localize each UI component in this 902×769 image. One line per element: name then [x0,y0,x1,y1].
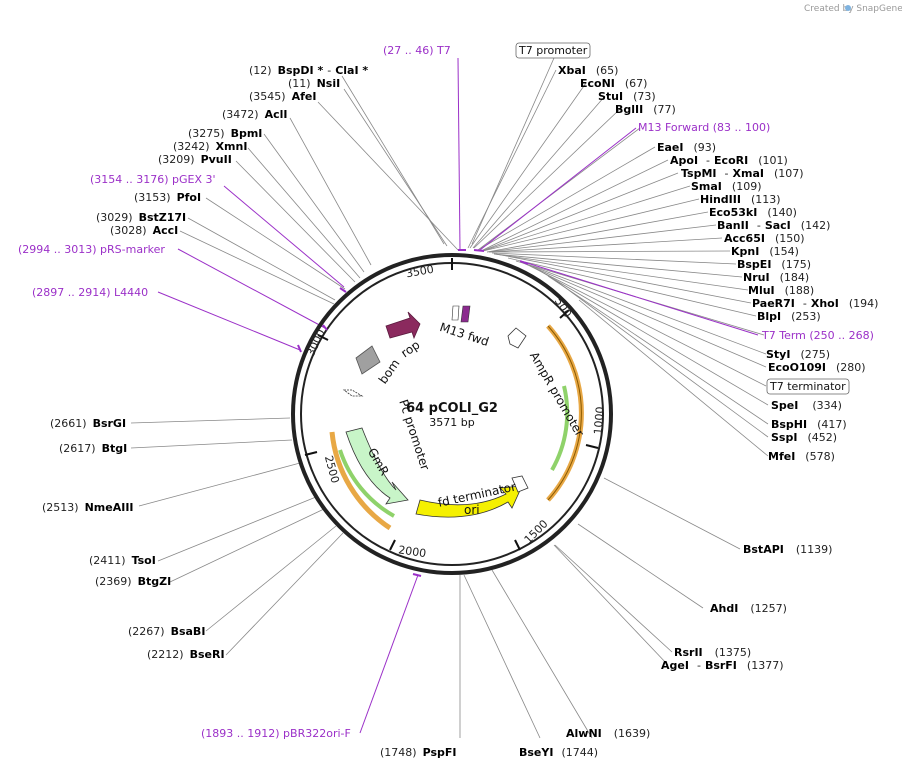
site-xbai: XbaI(65) [558,64,618,77]
site-acci: (3028)AccI [110,224,178,237]
site-bstapi: BstAPI(1139) [743,543,832,556]
site-paer7i: PaeR7I-XhoI(194) [752,297,878,310]
site-pvuii: (3209)PvuII [158,153,232,166]
orf-arc-right-outline [547,325,582,501]
primer-pgex3: (3154 .. 3176) pGEX 3' [90,173,216,186]
site-nmeaiii: (2513)NmeAIII [42,501,134,514]
site-apoi: ApoI-EcoRI(101) [670,154,788,167]
t7-terminator-label: T7 terminator [769,380,846,393]
tick-label-1000: 1000 [591,406,606,435]
site-hindiii: HindIII(113) [700,193,781,206]
site-banii: BanII-SacI(142) [717,219,830,232]
pc-promoter-arrow [342,389,364,397]
ori-label: ori [464,503,480,517]
site-nsii: (11)NsiI [288,77,340,90]
site-bspdi: (12)BspDI *-ClaI * [249,64,368,77]
site-eaei: EaeI(93) [657,141,716,154]
site-mlui: MluI(188) [748,284,814,297]
t7-promoter-label: T7 promoter [518,44,588,57]
site-smai: SmaI(109) [691,180,762,193]
t7-promoter-box [515,42,591,59]
site-pspfi: (1748)PspFI [380,746,456,759]
site-bsphi: BspHI(417) [771,418,847,431]
site-sspi: SspI(452) [771,431,837,444]
primer-leaders [157,57,759,734]
site-bseyi: BseYI(1744) [519,746,598,759]
site-acc65i: Acc65I(150) [724,232,805,245]
plasmid-length: 3571 bp [429,416,474,429]
site-mfei: MfeI(578) [768,450,835,463]
site-stui: StuI(73) [598,90,656,103]
primer-l4440: (2897 .. 2914) L4440 [32,286,148,299]
orf-arc-left-orange [329,431,392,531]
site-styi: StyI(275) [766,348,830,361]
primer-marks [297,249,529,577]
site-tsoi: (2411)TsoI [89,554,156,567]
site-xmni: (3242)XmnI [173,140,247,153]
site-eco53ki: Eco53kI(140) [709,206,797,219]
tick-label-500: 500 [552,295,574,320]
plasmid-name: 64 pCOLI_G2 [406,401,498,416]
site-acli: (3472)AclI [222,108,287,121]
site-spei: SpeI(334) [771,399,842,412]
fd-terminator-arrow [511,475,529,493]
site-bpmi: (3275)BpmI [188,127,262,140]
t7-terminator-box [766,378,850,395]
site-rsrii: RsrII(1375) [674,646,751,659]
site-bglii: BglII(77) [615,103,676,116]
site-afei: (3545)AfeI [249,90,316,103]
site-nrui: NruI(184) [743,271,809,284]
site-tspmi: TspMI-XmaI(107) [681,167,804,180]
primer-m13-forward: M13 Forward (83 .. 100) [638,121,770,134]
site-alwni: AlwNI(1639) [566,727,650,740]
bom-box [355,345,381,375]
site-bseri: (2212)BseRI [147,648,225,661]
site-eco0109i: EcoO109I(280) [768,361,866,374]
site-bspei: BspEI(175) [737,258,811,271]
site-ahdi: AhdI(1257) [710,602,787,615]
tick-label-3500: 3500 [405,263,435,281]
primer-t7-term: T7 Term (250 .. 268) [761,329,874,342]
site-btgzi: (2369)BtgZI [95,575,171,588]
tick-label-2000: 2000 [397,543,427,560]
orf-arc-right-green [550,385,570,471]
site-agei: AgeI-BsrFI(1377) [661,659,783,672]
rop-arrow [385,311,421,340]
credit-text: Created by SnapGene [804,4,902,14]
primer-prs-marker: (2994 .. 3013) pRS-marker [18,243,165,256]
site-blpi: BlpI(253) [757,310,821,323]
m13-fwd-outline [451,305,460,321]
site-bstz17i: (3029)BstZ17I [96,211,186,224]
ampr-promoter-arrow [507,327,527,349]
site-pfoi: (3153)PfoI [134,191,201,204]
site-kpni: KpnI(154) [731,245,799,258]
site-econi: EcoNI(67) [580,77,647,90]
snapgene-logo-icon [845,5,851,11]
orf-arc-left-green [338,449,395,518]
ori-arrow [415,485,523,518]
backbone-outer [291,253,613,575]
site-bsabi: (2267)BsaBI [128,625,205,638]
m13-fwd-marker [460,305,471,323]
leader-lines [130,57,769,739]
site-bsrgi: (2661)BsrGI [50,417,126,430]
tick-marks [304,258,599,551]
primer-t7: (27 .. 46) T7 [383,44,451,57]
m13-fwd-label: M13 fwd [438,320,491,349]
gmr-arrow [345,427,409,505]
primer-pbr322ori-f: (1893 .. 1912) pBR322ori-F [201,727,351,740]
site-btgi: (2617)BtgI [59,442,127,455]
rop-label: rop [398,338,422,361]
